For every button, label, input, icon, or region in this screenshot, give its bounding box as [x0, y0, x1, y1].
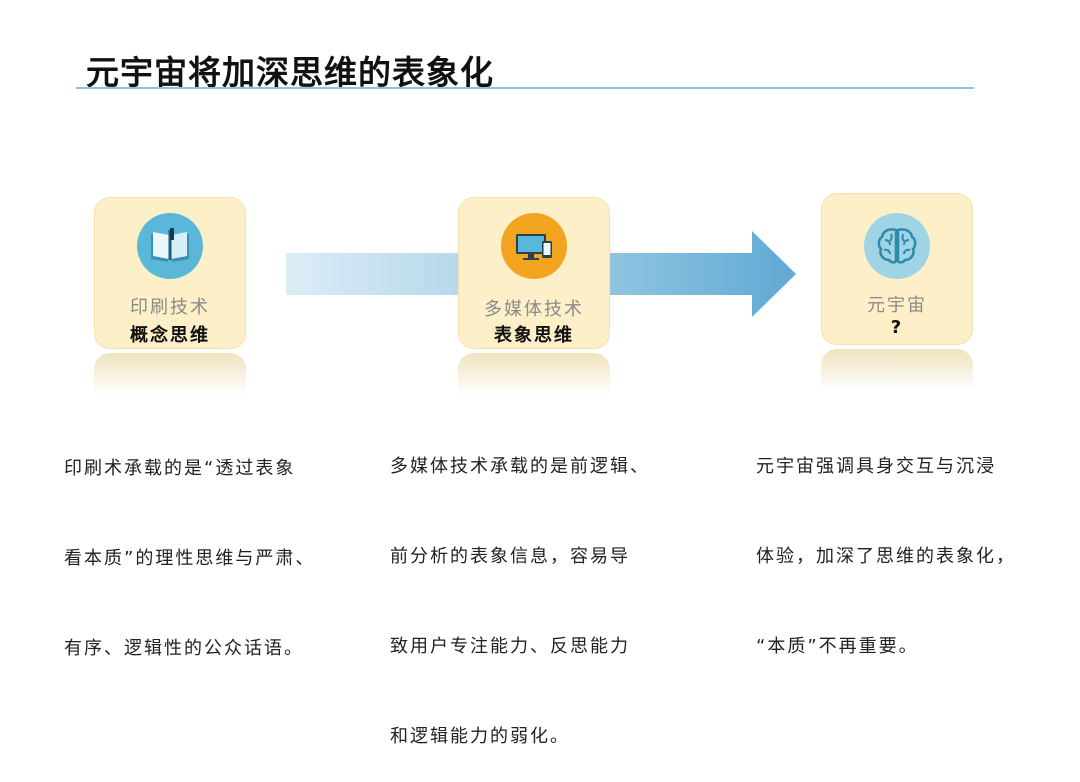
- stage-sub: 表象思维: [494, 325, 574, 346]
- desc-line: 前分析的表象信息，容易导: [390, 546, 630, 567]
- card-reflection: [458, 353, 610, 395]
- desc-line: 和逻辑能力的弱化。: [390, 726, 570, 747]
- desc-line: 致用户专注能力、反思能力: [390, 636, 630, 657]
- stage-sub: 概念思维: [130, 325, 210, 346]
- desc-line: 印刷术承载的是“透过表象: [64, 458, 296, 479]
- desc-line: 有序、逻辑性的公众话语。: [64, 638, 304, 659]
- stage-card: 印刷技术 概念思维: [94, 197, 246, 349]
- stage-label: 元宇宙: [867, 295, 927, 316]
- stage-metaverse: 元宇宙 ?: [821, 193, 977, 391]
- desc-line: “本质”不再重要。: [756, 636, 919, 657]
- page-title: 元宇宙将加深思维的表象化: [86, 53, 494, 92]
- stage-card: 多媒体技术 表象思维: [458, 197, 610, 349]
- stage-sub: ?: [890, 317, 904, 338]
- desc-line: 看本质”的理性思维与严肃、: [64, 548, 316, 569]
- stage-label: 印刷技术: [130, 297, 210, 318]
- stage-description: 印刷术承载的是“透过表象 看本质”的理性思维与严肃、 有序、逻辑性的公众话语。: [64, 394, 315, 694]
- book-icon: [137, 213, 203, 279]
- card-reflection: [94, 353, 246, 395]
- card-reflection: [821, 349, 973, 391]
- stage-description: 元宇宙强调具身交互与沉浸 体验，加深了思维的表象化， “本质”不再重要。: [756, 392, 1016, 692]
- stage-description: 多媒体技术承载的是前逻辑、 前分析的表象信息，容易导 致用户专注能力、反思能力 …: [390, 392, 650, 782]
- title-underline: [76, 87, 974, 89]
- stage-label: 多媒体技术: [484, 299, 584, 320]
- stage-multimedia: 多媒体技术 表象思维: [458, 197, 614, 395]
- stage-printing: 印刷技术 概念思维: [94, 197, 250, 395]
- desc-line: 体验，加深了思维的表象化，: [756, 546, 1016, 567]
- brain-icon: [864, 213, 930, 279]
- desc-line: 多媒体技术承载的是前逻辑、: [390, 456, 650, 477]
- computer-phone-icon: [501, 213, 567, 279]
- stage-card: 元宇宙 ?: [821, 193, 973, 345]
- desc-line: 元宇宙强调具身交互与沉浸: [756, 456, 996, 477]
